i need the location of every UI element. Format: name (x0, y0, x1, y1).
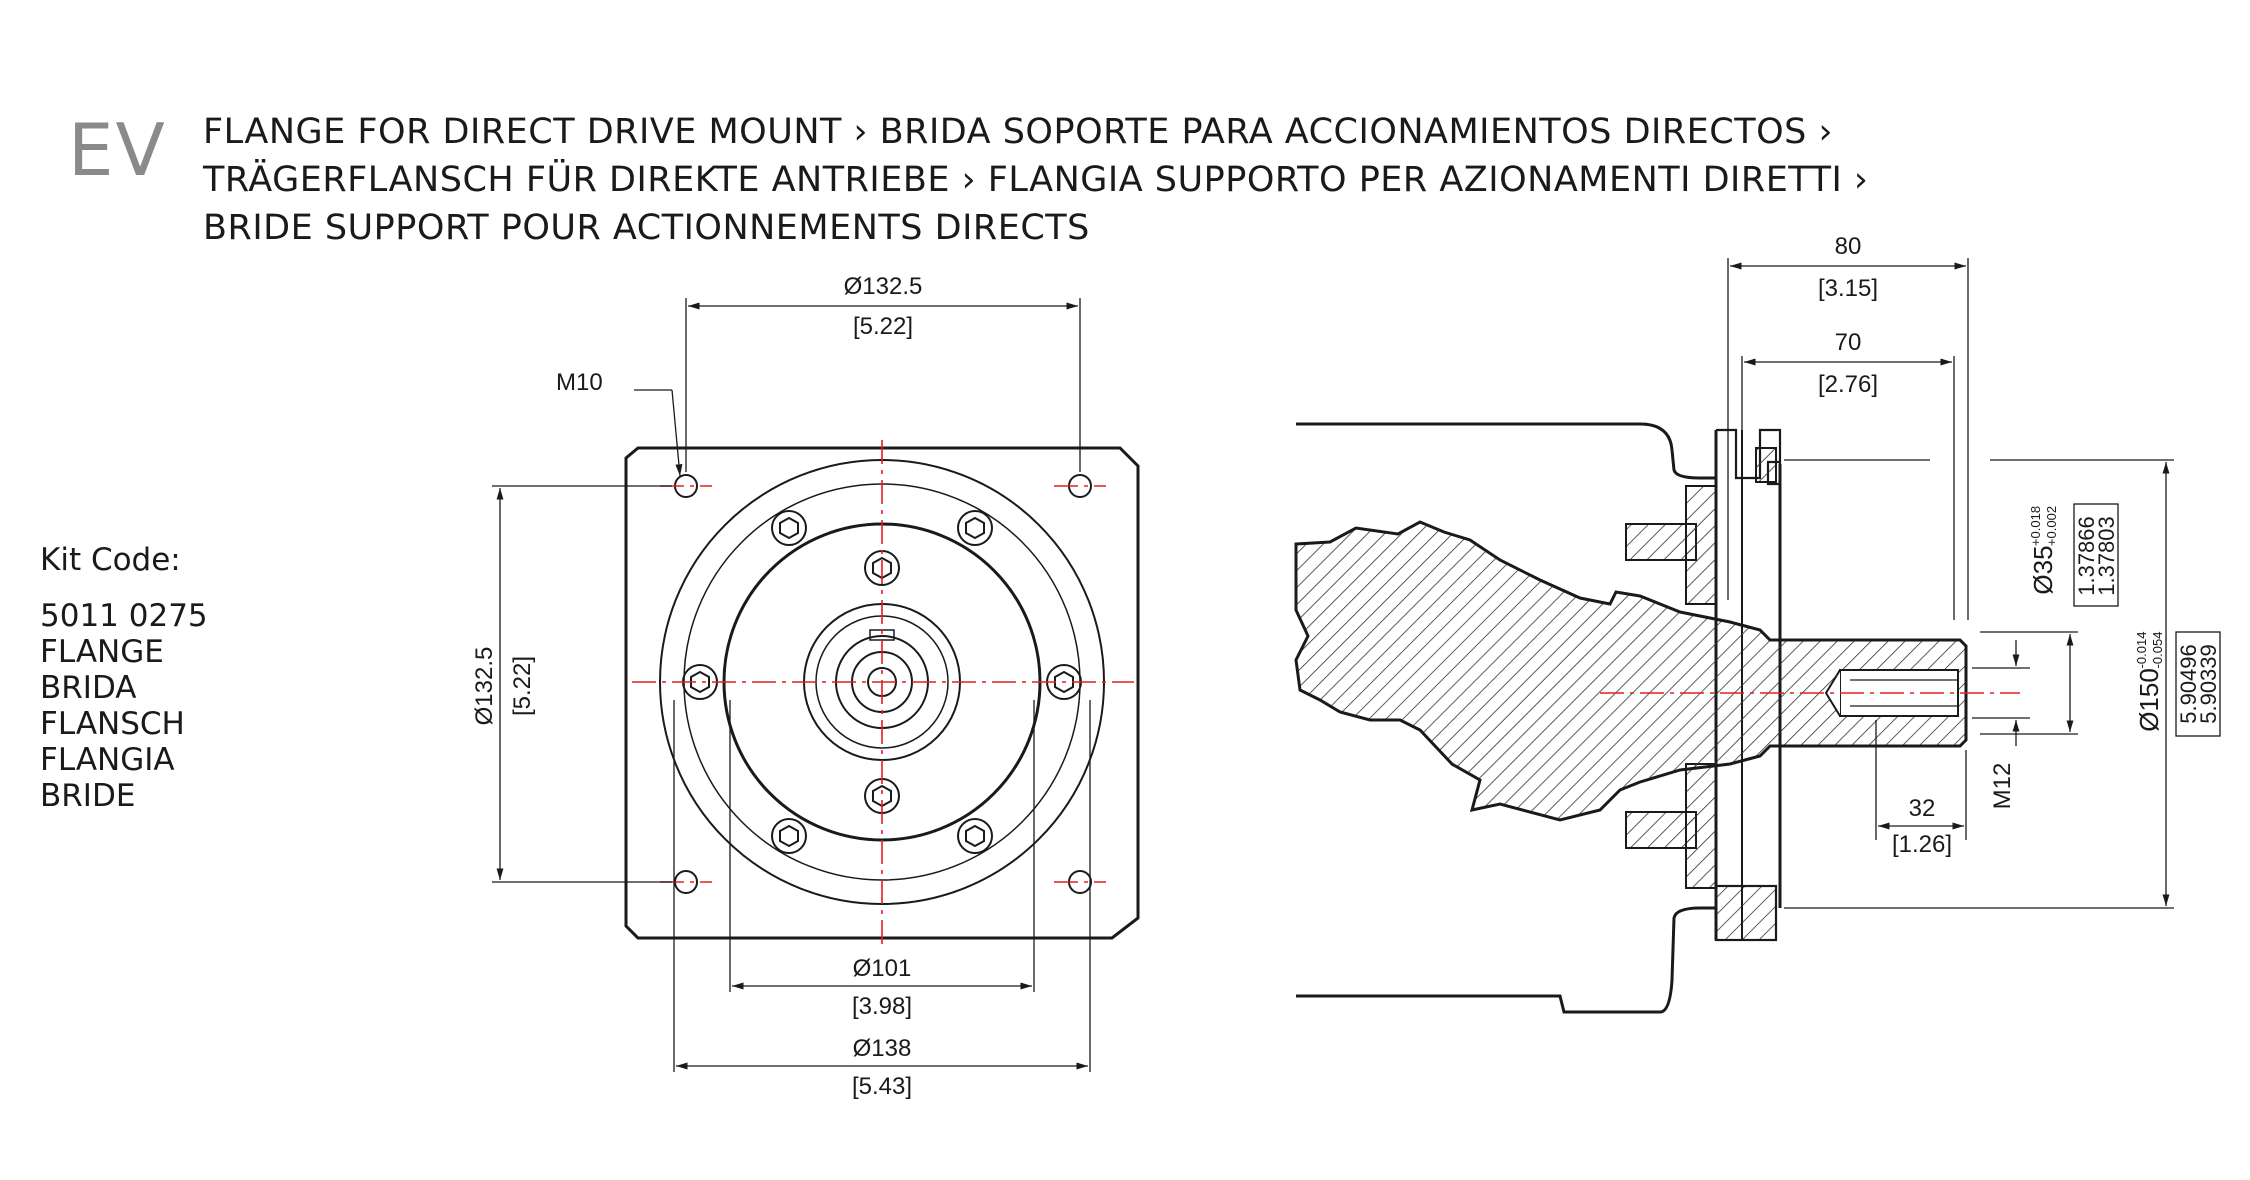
clamp-bottom (1625, 811, 1697, 849)
shaft-in-box (2073, 503, 2119, 607)
title-line-2: TRÄGERFLANSCH FÜR DIREKTE ANTRIEBE › FLA… (203, 160, 1869, 200)
kit-code-number: 5011 0275 (40, 598, 208, 634)
pilot-in-2: 5.90339 (2196, 644, 2221, 724)
kit-code-block: Kit Code: 5011 0275 FLANGE BRIDA FLANSCH… (40, 542, 208, 814)
shaft-dia-mm: Ø35 (2028, 545, 2058, 594)
length-total-in: [3.15] (1818, 275, 1878, 302)
length-inner-mm: 70 (1835, 329, 1862, 356)
title-line-1: FLANGE FOR DIRECT DRIVE MOUNT › BRIDA SO… (203, 112, 1833, 152)
top-dim-in: [5.22] (853, 313, 913, 340)
pilot-tol-lower: -0.054 (2150, 632, 2165, 669)
side-dim-text: 80 [3.15] 70 [2.76] 32 [1.26] M12 Ø35 +0… (1818, 233, 2221, 858)
front-centerlines (632, 440, 1134, 944)
left-dim-mm: Ø132.5 (471, 647, 498, 726)
inner-dim-in: [3.98] (852, 993, 912, 1020)
title-line-3: BRIDE SUPPORT POUR ACTIONNEMENTS DIRECTS (203, 208, 1090, 248)
pilot-in-box (2175, 631, 2221, 737)
shaft-tol-lower: +0.002 (2044, 506, 2059, 546)
side-dimensions (1727, 258, 2174, 909)
side-view (1294, 422, 1968, 1014)
kit-name-en: FLANGE (40, 634, 164, 670)
shaft-tol-upper: +0.018 (2028, 506, 2043, 546)
product-code: EV (68, 108, 167, 192)
thread-label: M10 (556, 369, 603, 396)
clamp-top-2 (1685, 485, 1717, 605)
pilot-in-1: 5.90496 (2176, 644, 2201, 724)
kit-name-it: FLANGIA (40, 742, 175, 778)
flange-outline (624, 446, 1140, 940)
length-inner-in: [2.76] (1818, 371, 1878, 398)
page-title: FLANGE FOR DIRECT DRIVE MOUNT › BRIDA SO… (203, 108, 1868, 252)
thread-depth-mm: 32 (1909, 795, 1936, 822)
kit-code-label: Kit Code: (40, 542, 181, 578)
top-dim-mm: Ø132.5 (844, 273, 923, 300)
pilot-tol-upper: -0.014 (2134, 632, 2149, 669)
length-total-mm: 80 (1835, 233, 1862, 260)
shaft-in-2: 1.37803 (2094, 516, 2119, 596)
kit-name-de: FLANSCH (40, 706, 185, 742)
outer-dim-mm: Ø138 (853, 1035, 912, 1062)
left-dim-in: [5.22] (509, 656, 536, 716)
clamp-top (1625, 523, 1697, 561)
flange-top-hatch (1755, 447, 1777, 483)
front-dim-text: Ø132.5 [5.22] M10 Ø132.5 [5.22] Ø101 [3.… (471, 273, 922, 1100)
inner-dim-mm: Ø101 (853, 955, 912, 982)
front-dimensions (492, 298, 1091, 1072)
kit-name-es: BRIDA (40, 670, 137, 706)
flange-section-top (1716, 428, 1782, 486)
flange-bottom-hatch (1714, 884, 1778, 942)
thread-depth-in: [1.26] (1892, 831, 1952, 858)
side-thread-label: M12 (1989, 763, 2016, 810)
kit-name-fr: BRIDE (40, 778, 136, 814)
housing-outline (1296, 422, 1716, 480)
shaft-section (1294, 520, 1968, 822)
housing-outline-bottom (1296, 906, 1716, 1014)
outer-dim-in: [5.43] (852, 1073, 912, 1100)
clamp-bottom-2 (1685, 763, 1717, 889)
pilot-dia-mm: Ø150 (2134, 668, 2164, 732)
shaft-in-1: 1.37866 (2074, 516, 2099, 596)
